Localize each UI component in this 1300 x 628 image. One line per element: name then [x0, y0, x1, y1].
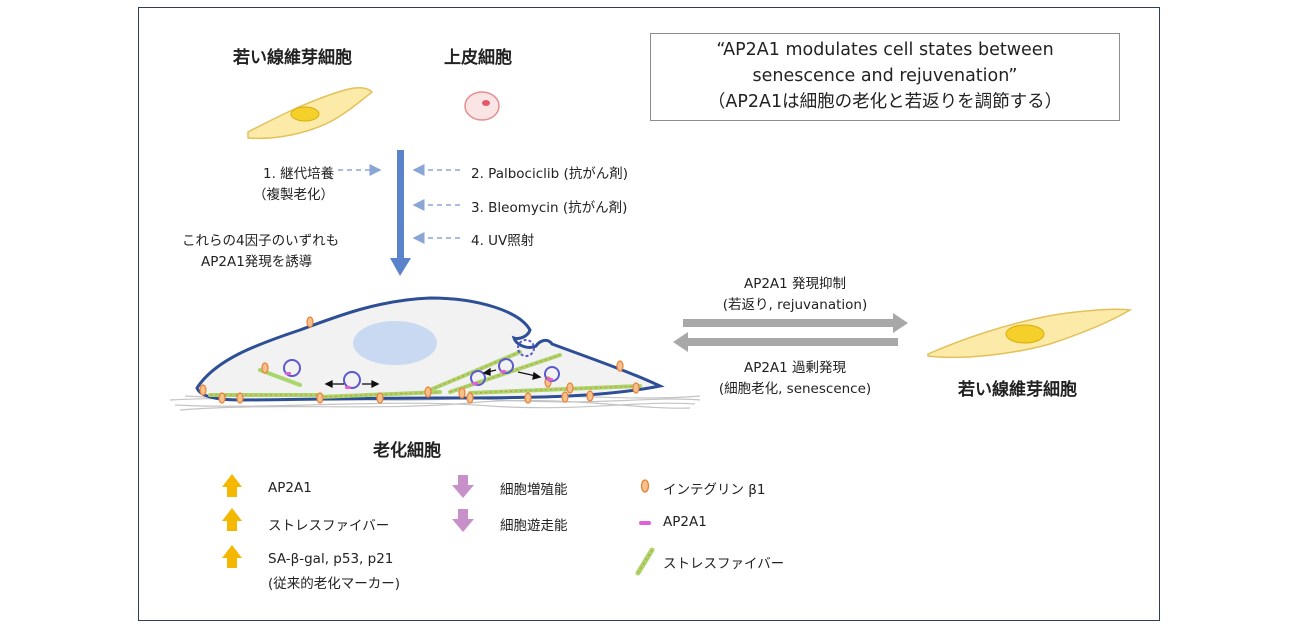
- legend-ap2a1: AP2A1: [663, 514, 707, 530]
- suppression-label: AP2A1 発現抑制: [743, 276, 847, 292]
- legend-up-markers: SA-β-gal, p53, p21: [268, 551, 394, 567]
- quote-line-3: （AP2A1は細胞の老化と若返りを調節する）: [707, 92, 1063, 112]
- factor-1-label: 1. 継代培養: [263, 166, 335, 182]
- legend-down-migration: 細胞遊走能: [500, 518, 568, 534]
- legend-down-arrows: [452, 475, 474, 532]
- factor-2-label: 2. Palbociclib (抗がん剤): [471, 166, 629, 182]
- legend-symbols: [635, 479, 655, 576]
- overexpression-sublabel: (細胞老化, senescence): [718, 381, 872, 397]
- figure-frame: [138, 7, 1160, 621]
- quote-line-1: “AP2A1 modulates cell states between: [716, 40, 1054, 60]
- quote-box: “AP2A1 modulates cell states between sen…: [650, 33, 1120, 121]
- suppression-sublabel: (若返り, rejuvanation): [722, 297, 868, 313]
- induction-note-2: AP2A1発現を誘導: [201, 254, 313, 270]
- senescent-cell: [195, 296, 665, 404]
- induction-arrow: [390, 150, 411, 276]
- factor-1-sublabel: （複製老化）: [253, 187, 334, 203]
- induction-note-1: これらの4因子のいずれも: [182, 233, 340, 249]
- legend-up-ap2a1: AP2A1: [268, 480, 312, 496]
- overexpression-label: AP2A1 過剰発現: [743, 360, 847, 376]
- legend-up-markers-note: (従来的老化マーカー): [268, 576, 401, 592]
- transition-arrows: [673, 313, 908, 352]
- epithelial-cell: [464, 91, 500, 121]
- factor-arrows: [338, 164, 460, 244]
- legend-down-proliferation: 細胞増殖能: [500, 482, 568, 498]
- senescent-title: 老化細胞: [373, 441, 441, 461]
- young-fibroblast-right-title: 若い線維芽細胞: [958, 380, 1077, 400]
- quote-line-2: senescence and rejuvenation”: [752, 66, 1018, 86]
- factor-3-label: 3. Bleomycin (抗がん剤): [471, 200, 628, 216]
- legend-up-arrows: [222, 474, 242, 568]
- young-fibroblast-cell: [247, 87, 374, 140]
- epithelial-title: 上皮細胞: [444, 48, 512, 68]
- legend-up-stress-fiber: ストレスファイバー: [268, 518, 390, 534]
- factor-4-label: 4. UV照射: [471, 233, 535, 249]
- young-fibroblast-title: 若い線維芽細胞: [233, 48, 352, 68]
- legend-integrin: インテグリン β1: [663, 482, 766, 498]
- young-fibroblast-cell-right: [927, 308, 1133, 359]
- legend-stress-fiber: ストレスファイバー: [663, 556, 785, 572]
